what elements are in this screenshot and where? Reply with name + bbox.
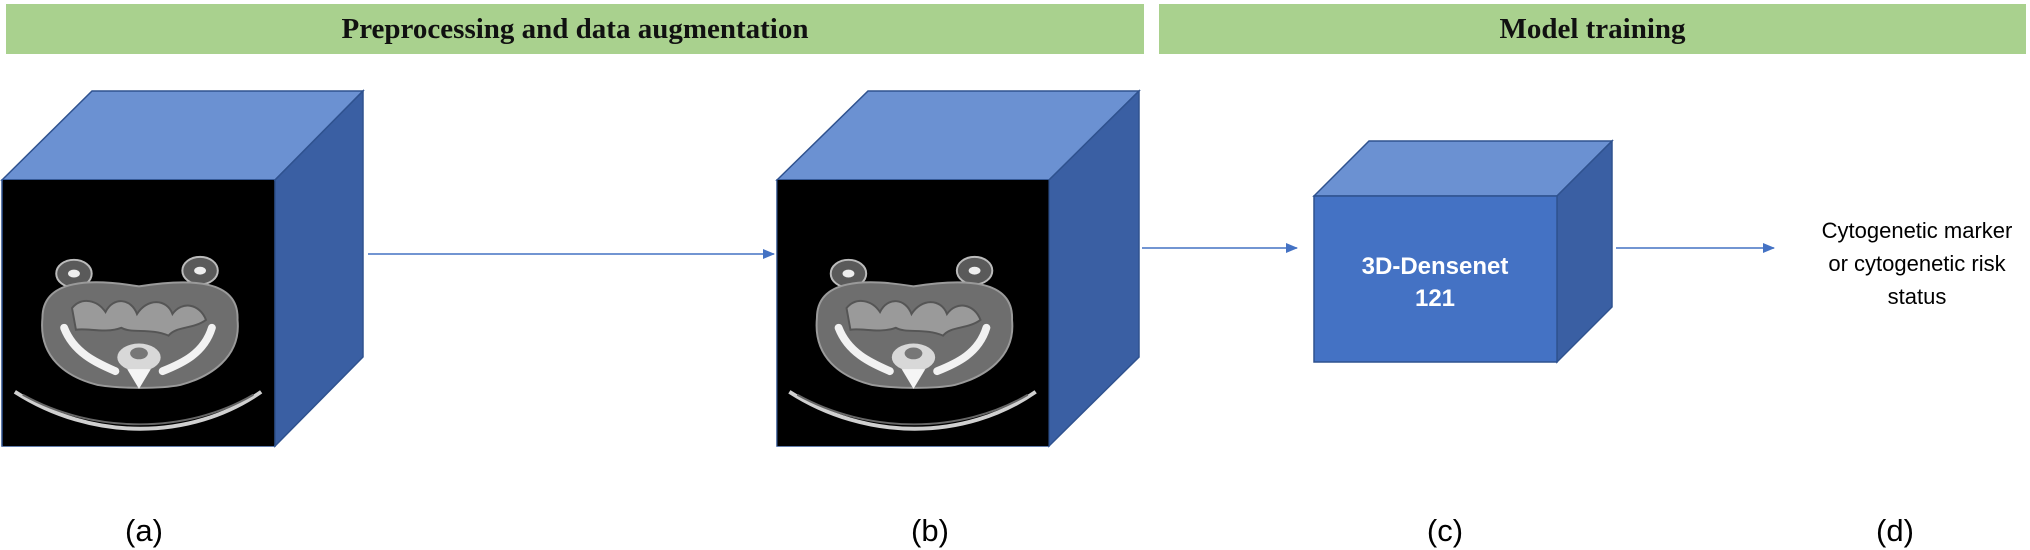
panel-label-c: (c): [1427, 513, 1463, 548]
output-label: Cytogenetic marker or cytogenetic risk s…: [1822, 218, 2013, 309]
ct-scan-image-a: [3, 180, 274, 446]
ct-volume-cube-a: [0, 89, 365, 448]
model-name-line2: 121: [1415, 285, 1455, 312]
stage-title-preprocessing: Preprocessing and data augmentation: [341, 12, 809, 45]
ct-scan-image-b: [778, 180, 1049, 446]
output-line-2: or cytogenetic risk: [1828, 251, 2006, 276]
stage-title-training: Model training: [1499, 12, 1686, 45]
panel-label-d: (d): [1876, 513, 1914, 548]
cube-c-front-face: [1313, 195, 1558, 363]
stage-banner-preprocessing: Preprocessing and data augmentation: [6, 4, 1144, 54]
panel-label-b: (b): [911, 513, 949, 548]
panel-label-a: (a): [125, 513, 163, 548]
output-line-1: Cytogenetic marker: [1822, 218, 2013, 243]
ct-volume-cube-b: [775, 89, 1141, 448]
stage-banner-training: Model training: [1159, 4, 2026, 54]
model-cube-c: 3D-Densenet 121: [1312, 139, 1614, 364]
model-name-line1: 3D-Densenet: [1362, 253, 1509, 280]
output-line-3: status: [1888, 284, 1947, 309]
